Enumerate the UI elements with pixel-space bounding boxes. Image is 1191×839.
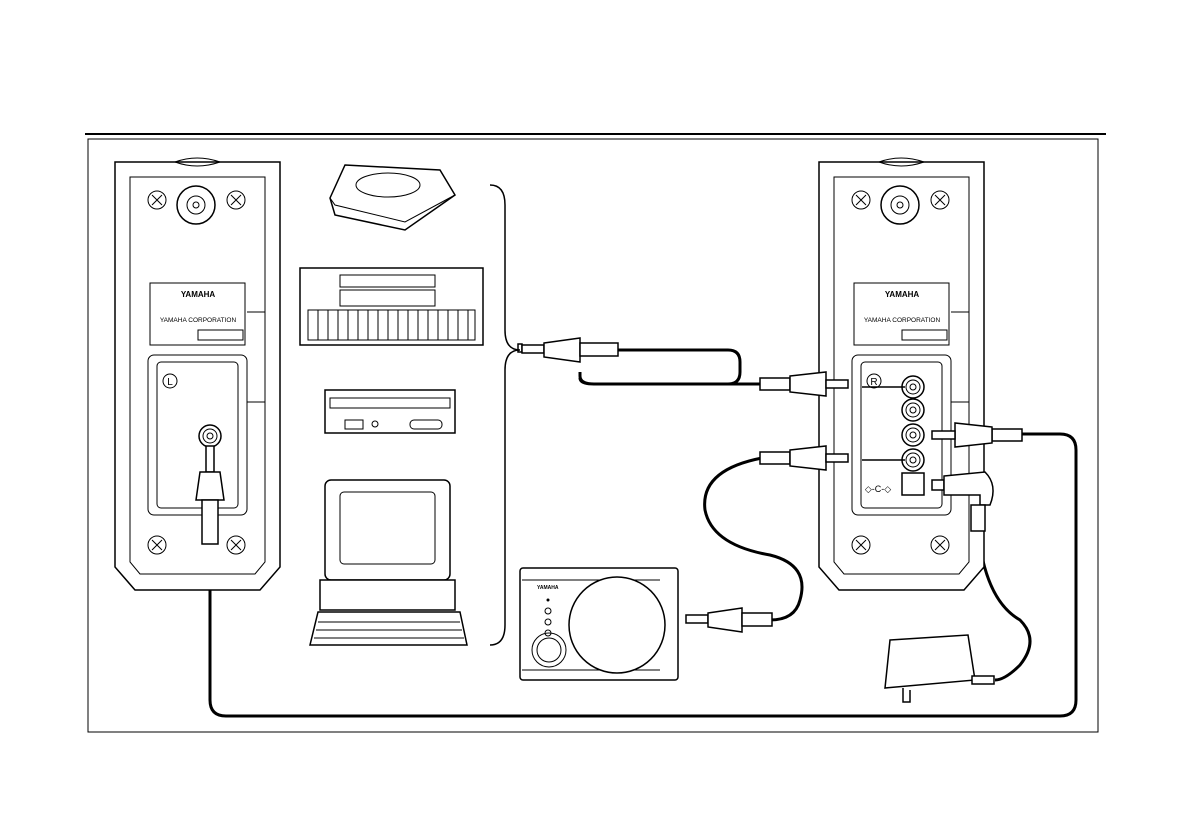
- keyboard-synthesizer: [300, 268, 483, 345]
- left-channel-label: L: [167, 377, 173, 388]
- right-input-jack-2: [902, 449, 924, 471]
- left-speaker: YAMAHA YAMAHA CORPORATION L: [115, 158, 280, 590]
- cd-player: [330, 165, 455, 230]
- right-jack-2: [902, 399, 924, 421]
- power-cable: [978, 530, 1030, 680]
- subwoofer-brand: YAMAHA: [537, 585, 559, 591]
- source-bracket: [490, 185, 520, 645]
- svg-text:◇-C-◇: ◇-C-◇: [865, 484, 891, 494]
- subwoofer-cable: [705, 458, 802, 620]
- right-corporation: YAMAHA CORPORATION: [864, 317, 941, 324]
- right-speaker: YAMAHA YAMAHA CORPORATION R ◇-C-◇: [518, 158, 1022, 632]
- left-corporation: YAMAHA CORPORATION: [160, 317, 237, 324]
- left-brand: YAMAHA: [181, 290, 216, 299]
- cd-rom-drive: [325, 390, 455, 433]
- subwoofer: YAMAHA: [520, 568, 678, 680]
- right-brand: YAMAHA: [885, 290, 920, 299]
- dc-in-jack: [902, 473, 924, 495]
- left-plug: [202, 500, 218, 544]
- left-input-jack: [199, 425, 221, 447]
- right-output-jack: [902, 424, 924, 446]
- power-adapter: [885, 635, 994, 702]
- right-input-jack-1: [902, 376, 924, 398]
- personal-computer: [310, 480, 467, 645]
